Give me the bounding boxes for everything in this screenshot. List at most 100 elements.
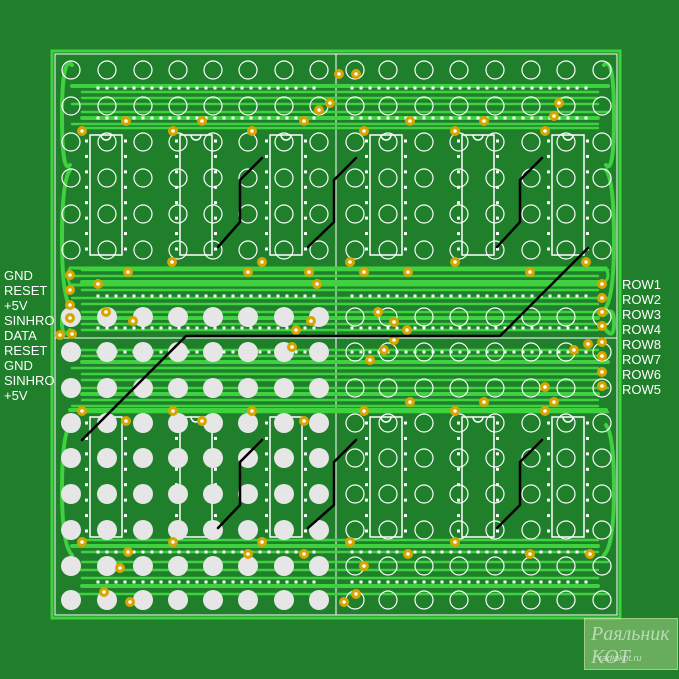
led-pad (449, 378, 469, 398)
led-pad (449, 342, 469, 362)
hole-dot (276, 326, 280, 330)
via-hole (68, 288, 72, 292)
led-pad (203, 240, 223, 260)
copper-trace (59, 61, 74, 169)
hole-dot (123, 580, 127, 584)
hole-dot (422, 294, 426, 298)
led-pad (309, 204, 329, 224)
led-pad (592, 484, 612, 504)
ic-pin (547, 498, 550, 502)
led-pad (168, 168, 188, 188)
jumper-wire (495, 438, 544, 530)
led-pad-filled (309, 590, 329, 610)
hole-dot (494, 294, 498, 298)
ic-pin (304, 529, 307, 533)
ic-pin (214, 139, 217, 143)
led-pad (274, 168, 294, 188)
ic-notch (100, 134, 112, 141)
ic-pin (586, 232, 589, 236)
hole-dot (240, 550, 244, 554)
led-pad (133, 168, 153, 188)
hole-dot (204, 326, 208, 330)
hole-dot (114, 580, 118, 584)
hole-dot (195, 550, 199, 554)
led-pad (345, 413, 365, 433)
led-pad-filled (61, 590, 81, 610)
hole-dot (132, 86, 136, 90)
led-pad (274, 60, 294, 80)
connector-label: GND (4, 358, 33, 373)
hole-dot (440, 326, 444, 330)
led-pad-filled (61, 556, 81, 576)
ic-pin (175, 514, 178, 518)
hole-dot (575, 116, 579, 120)
hole-dot (267, 350, 271, 354)
hole-dot (476, 116, 480, 120)
hole-dot (467, 350, 471, 354)
led-pad (414, 307, 434, 327)
hole-dot (312, 116, 316, 120)
ic-pin (496, 421, 499, 425)
ic-pin (496, 452, 499, 456)
led-pad (378, 590, 398, 610)
hole-dot (150, 294, 154, 298)
row-label: ROW1 (622, 277, 661, 292)
via-hole (328, 101, 332, 105)
hole-dot (548, 350, 552, 354)
via-hole (362, 409, 366, 413)
led-pad (238, 60, 258, 80)
led-pad (485, 448, 505, 468)
hole-dot (303, 86, 307, 90)
led-pad (97, 60, 117, 80)
hole-dot (359, 86, 363, 90)
led-pad (414, 448, 434, 468)
hole-dot (231, 580, 235, 584)
led-pad (556, 60, 576, 80)
ic-pin (496, 185, 499, 189)
ic-pin (547, 247, 550, 251)
ic-pin (175, 247, 178, 251)
led-pad (309, 132, 329, 152)
via-hole (170, 260, 174, 264)
led-pad-filled (61, 448, 81, 468)
led-pad (521, 590, 541, 610)
hole-dot (249, 326, 253, 330)
hole-dot (285, 116, 289, 120)
hole-dot (159, 116, 163, 120)
hole-dot (386, 86, 390, 90)
led-pad (61, 240, 81, 260)
hole-dot (368, 294, 372, 298)
led-pad (485, 413, 505, 433)
hole-dot (350, 580, 354, 584)
led-pad-filled (168, 378, 188, 398)
via-hole (453, 540, 457, 544)
led-pad-filled (133, 556, 153, 576)
ic-pin (547, 421, 550, 425)
led-pad (345, 520, 365, 540)
led-pad-filled (133, 342, 153, 362)
ic-outline (461, 416, 495, 538)
hole-dot (485, 86, 489, 90)
led-pad (97, 240, 117, 260)
ic-pin (365, 483, 368, 487)
hole-dot (404, 86, 408, 90)
led-pad (592, 448, 612, 468)
hole-dot (213, 326, 217, 330)
ic-pin (214, 201, 217, 205)
hole-dot (312, 550, 316, 554)
hole-dot (458, 550, 462, 554)
hole-dot (476, 580, 480, 584)
via-hole (68, 303, 72, 307)
ic-pin (457, 498, 460, 502)
via-hole (309, 319, 313, 323)
via-hole (600, 296, 604, 300)
led-pad (485, 307, 505, 327)
hole-dot (222, 580, 226, 584)
led-pad (345, 132, 365, 152)
hole-dot (213, 550, 217, 554)
vias (55, 69, 607, 607)
hole-dot (395, 550, 399, 554)
ic-pin (404, 421, 407, 425)
led-pad (556, 448, 576, 468)
led-pad (345, 204, 365, 224)
